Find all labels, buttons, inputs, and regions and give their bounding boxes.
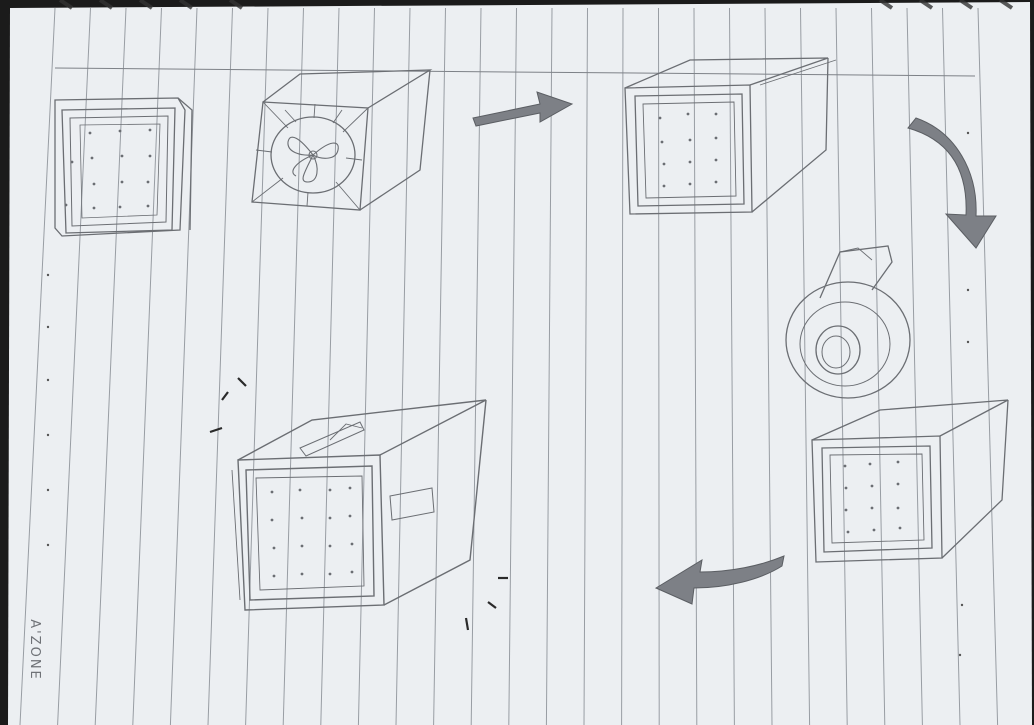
brand-logo: A'ZONE [18,612,46,698]
ruled-line [659,8,660,725]
brand-text: A'ZONE [22,610,42,690]
